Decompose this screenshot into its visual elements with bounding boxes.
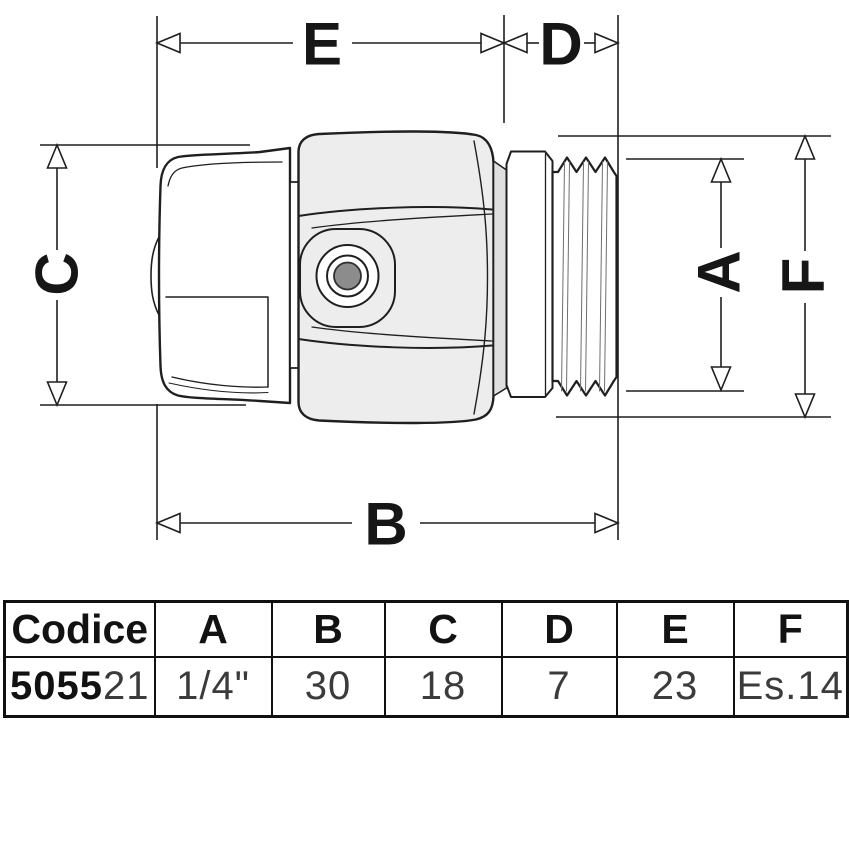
cell-e: 23 [615,655,735,718]
header-b: B [270,600,386,658]
knob-inner-panel [165,296,269,388]
cell-a: 1/4" [153,655,273,718]
cell-codice: 505521 [3,655,156,718]
dimension-label-a: A [686,250,753,293]
cell-b: 30 [270,655,386,718]
knob-inner-panel-bottom-2 [168,382,269,394]
knob-inner-top-line [167,161,283,187]
arrow-a-up [710,156,732,183]
dimension-letters: E D B C A F [24,11,837,558]
cell-c: 18 [383,655,503,718]
dimension-lines [46,32,816,534]
header-codice: Codice [3,600,156,658]
arrow-c-down [46,381,68,408]
arrow-e-right [480,32,507,54]
codice-suffix: 21 [102,663,150,708]
dimension-label-f: F [770,258,837,295]
cell-d: 7 [500,655,618,718]
spec-table-header-row: Codice A B C D E F [3,600,849,658]
cell-f: Es.14 [732,655,849,718]
dimension-label-e: E [302,11,342,78]
extension-lines [40,15,831,540]
arrow-f-up [794,133,816,160]
hex-flat-upper [297,206,493,217]
hex-corner-arc [473,140,489,415]
thread-crest-lines [561,161,608,392]
knob-left-bulge [150,235,161,317]
codice-prefix: 5055 [10,663,103,708]
arrow-a-down [710,366,732,393]
hex-flat-lower [297,338,493,349]
hex-flat-lower-2 [311,326,493,342]
arrow-f-down [794,393,816,420]
spec-table: Codice A B C D E F 505521 1/4" 30 18 7 2… [3,600,849,718]
arrow-b-right [594,512,621,534]
gray-pin-dot [333,261,362,291]
header-d: D [500,600,618,658]
knob-inner-panel-bottom [171,376,269,388]
hex-flat-upper-2 [311,213,493,229]
technical-drawing: E D B C A F [24,11,837,558]
header-c: C [383,600,503,658]
arrow-d-right [594,32,621,54]
arrow-d-left [501,32,528,54]
header-f: F [732,600,849,658]
dimension-label-d: D [539,11,582,78]
dimension-label-b: B [364,491,407,558]
spec-table-value-row: 505521 1/4" 30 18 7 23 Es.14 [3,655,849,718]
arrow-e-left [154,32,181,54]
header-a: A [153,600,273,658]
header-e: E [615,600,735,658]
cylinder [505,150,554,398]
arrow-b-left [154,512,181,534]
dimension-label-c: C [24,252,91,295]
pin-boss [299,228,396,328]
face-band [492,160,508,397]
fitting-body [150,130,618,425]
arrow-c-up [46,142,68,169]
knob-outline [157,146,292,405]
